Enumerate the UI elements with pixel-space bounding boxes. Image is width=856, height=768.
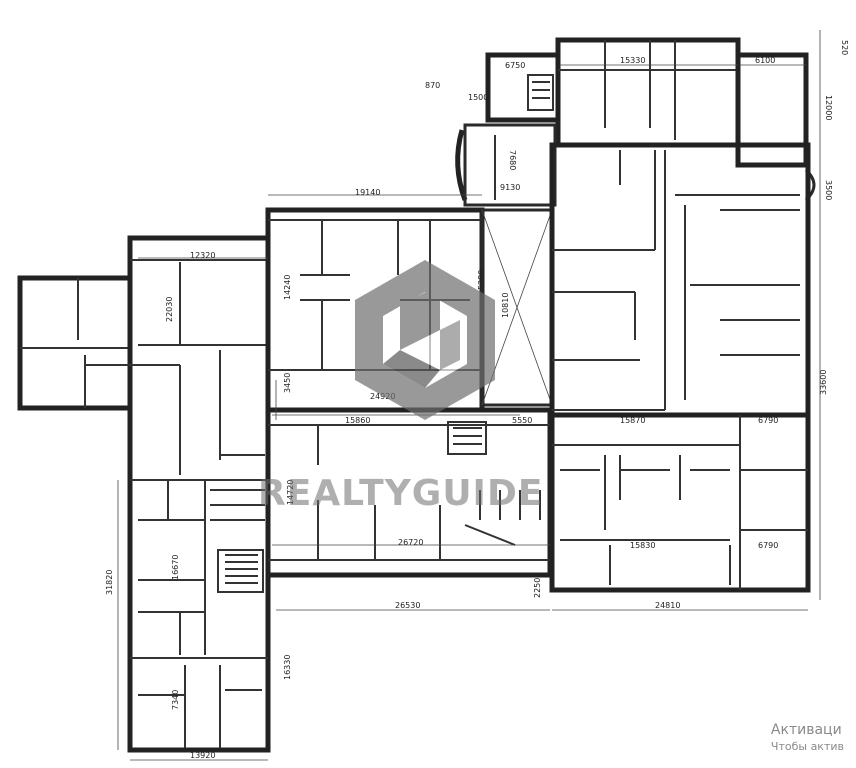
dim-label: 7340 [171,690,180,710]
dim-label: 15860 [345,416,370,425]
dim-label: 5550 [512,416,532,425]
activation-line-2: Чтобы актив [770,740,844,753]
activation-line-1: Активаци [770,722,842,738]
dim-label: 520 [840,40,849,55]
dim-label: 15830 [630,541,655,550]
brand-watermark: REALTYGUIDE [258,473,543,514]
dim-label: 1500 [468,93,488,102]
left-wing [17,235,271,753]
dim-label: 15330 [620,56,645,65]
dim-label: 16330 [283,655,292,680]
dim-label: 31820 [105,570,114,595]
dim-label: 3500 [824,180,833,200]
dim-label: 6100 [755,56,775,65]
right-block [455,37,816,593]
dim-label: 26530 [395,601,420,610]
dim-label: 16670 [171,555,180,580]
dim-label: 26720 [398,538,423,547]
dim-label: 13920 [190,751,215,760]
dim-label: 6750 [505,61,525,70]
dim-label: 9130 [500,183,520,192]
dim-label: 6790 [758,541,778,550]
dim-label: 19140 [355,188,380,197]
dimension-lines [117,30,821,761]
dim-label: 5380 [477,270,486,290]
realtyguide-logo [355,260,495,420]
windows-activation-notice: Активаци Чтобы актив [771,722,844,753]
dim-label: 24810 [655,601,680,610]
dim-label: 10810 [501,293,510,318]
dim-label: 24920 [370,392,395,401]
dim-label: 7680 [508,150,517,170]
dim-label: 2250 [533,578,542,598]
dim-label: 12000 [824,95,833,120]
dim-label: 6790 [758,416,778,425]
dim-label: 14720 [286,480,295,505]
dimension-labels: 870 1500 6750 15330 6100 520 12000 7680 … [105,40,849,760]
dim-label: 3450 [283,373,292,393]
dim-label: 33600 [819,370,828,395]
dim-label: 22030 [165,297,174,322]
dim-label: 14240 [283,275,292,300]
dim-label: 12320 [190,251,215,260]
dim-label: 15870 [620,416,645,425]
dim-label: 870 [425,81,440,90]
